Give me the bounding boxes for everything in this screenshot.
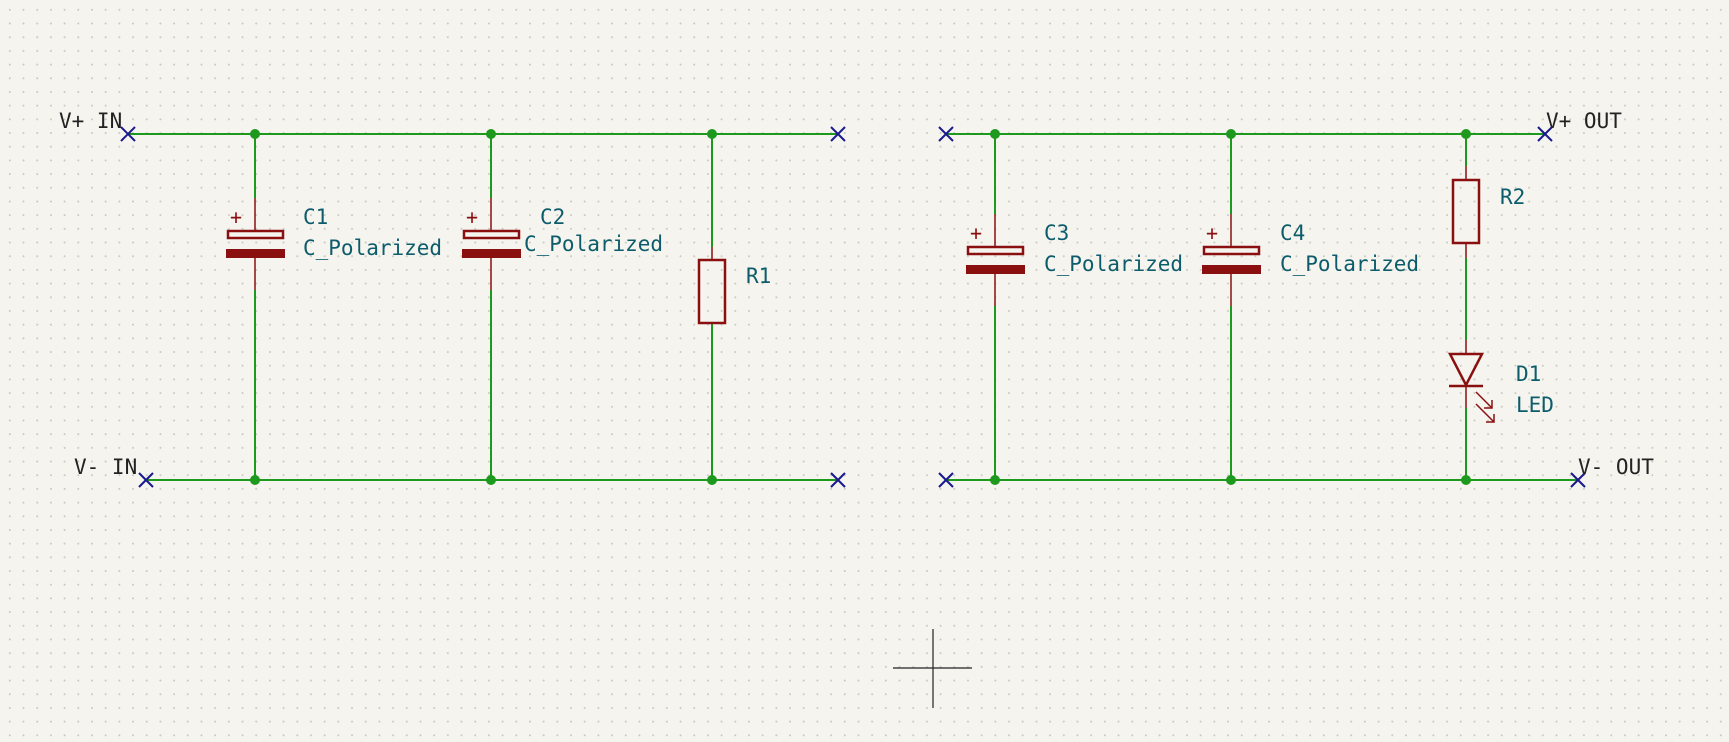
junction	[1226, 475, 1236, 485]
no-connect-flag[interactable]	[938, 126, 954, 142]
net-label-vminus-out[interactable]: V- OUT	[1578, 455, 1654, 479]
light-emission-arrows-icon	[1475, 391, 1495, 423]
no-connect-flag[interactable]	[1537, 126, 1553, 142]
junction	[707, 475, 717, 485]
capacitor-c1[interactable]: +	[226, 198, 285, 290]
junction	[250, 129, 260, 139]
junction	[990, 129, 1000, 139]
c2-reference[interactable]: C2	[540, 205, 565, 229]
net-label-vplus-in[interactable]: V+ IN	[59, 109, 122, 133]
d1-reference[interactable]: D1	[1516, 362, 1541, 386]
capacitor-c2[interactable]: +	[462, 198, 521, 290]
no-connect-flag[interactable]	[120, 126, 136, 142]
r2-reference[interactable]: R2	[1500, 185, 1525, 209]
no-connect-flag[interactable]	[138, 472, 154, 488]
junction	[990, 475, 1000, 485]
junction	[707, 129, 717, 139]
c3-value[interactable]: C_Polarized	[1044, 252, 1183, 276]
polarity-mark: +	[1206, 221, 1218, 245]
c1-reference[interactable]: C1	[303, 205, 328, 229]
c4-value[interactable]: C_Polarized	[1280, 252, 1419, 276]
capacitor-c3[interactable]: +	[966, 214, 1025, 306]
junction	[486, 129, 496, 139]
junction	[1461, 129, 1471, 139]
net-label-vminus-in[interactable]: V- IN	[74, 455, 137, 479]
c4-reference[interactable]: C4	[1280, 221, 1305, 245]
polarity-mark: +	[970, 221, 982, 245]
junction	[250, 475, 260, 485]
capacitor-c4[interactable]: +	[1202, 214, 1261, 306]
no-connect-flag[interactable]	[830, 472, 846, 488]
junction	[486, 475, 496, 485]
no-connect-flag[interactable]	[938, 472, 954, 488]
c1-value[interactable]: C_Polarized	[303, 236, 442, 260]
net-label-vplus-out[interactable]: V+ OUT	[1546, 109, 1622, 133]
led-d1[interactable]	[1447, 340, 1495, 423]
resistor-r1[interactable]	[697, 247, 727, 325]
resistor-r2[interactable]	[1451, 166, 1481, 258]
d1-value[interactable]: LED	[1516, 393, 1554, 417]
r1-reference[interactable]: R1	[746, 264, 771, 288]
no-connect-flag[interactable]	[830, 126, 846, 142]
junction	[1226, 129, 1236, 139]
right-circuit: V+ OUT V- OUT + C3 C_Polarized + C4 C_Po…	[938, 109, 1654, 488]
no-connect-flag[interactable]	[1570, 472, 1586, 488]
crosshair-cursor-icon	[893, 629, 972, 708]
c3-reference[interactable]: C3	[1044, 221, 1069, 245]
left-circuit: V+ IN V- IN + C1 C_Polarized + C2 C_Pola…	[59, 109, 846, 488]
junction	[1461, 475, 1471, 485]
polarity-mark: +	[230, 205, 242, 229]
polarity-mark: +	[466, 205, 478, 229]
c2-value[interactable]: C_Polarized	[524, 232, 663, 256]
